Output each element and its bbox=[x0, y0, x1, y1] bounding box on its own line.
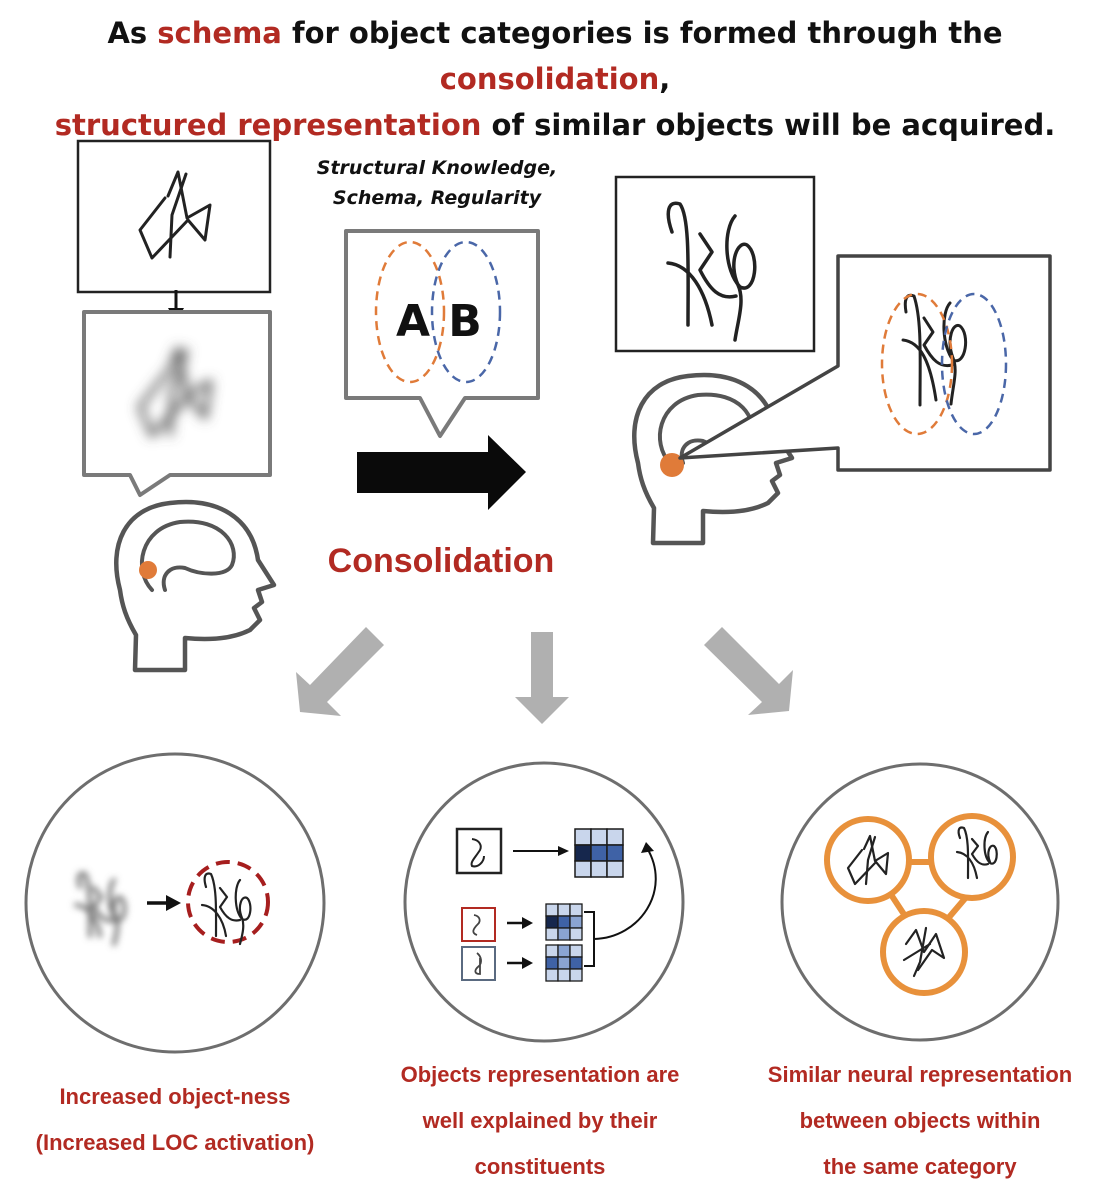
salient-object-ring bbox=[186, 860, 270, 944]
outcome-caption-objectness: Increased object-ness (Increased LOC act… bbox=[0, 1074, 350, 1166]
category-member-node bbox=[928, 813, 1016, 901]
memory-thought-bubble bbox=[82, 310, 272, 497]
head-before-icon bbox=[114, 499, 277, 673]
headline-line-1: As schema for object categories is forme… bbox=[0, 10, 1110, 102]
combine-bracket bbox=[584, 847, 657, 967]
knowledge-label-line-2: Schema, Regularity bbox=[333, 187, 543, 209]
member-glyph-2-icon bbox=[955, 826, 998, 880]
outcome-arrow-left bbox=[296, 627, 384, 716]
part-b-glyph-icon bbox=[474, 952, 482, 975]
caption-line: well explained by their bbox=[422, 1108, 658, 1133]
schema-letter-a: A bbox=[396, 296, 430, 347]
headline-text: for object categories is formed through … bbox=[281, 16, 1003, 50]
representation-callout bbox=[678, 254, 1052, 472]
schema-set-a-ellipse bbox=[374, 240, 446, 384]
sharp-small-object-icon bbox=[200, 872, 252, 946]
headline: As schema for object categories is forme… bbox=[0, 10, 1110, 148]
caption-line: (Increased LOC activation) bbox=[35, 1130, 315, 1155]
headline-keyword-structured-representation: structured representation bbox=[54, 108, 482, 142]
objectness-arrow bbox=[147, 895, 181, 911]
whole-pattern-grid bbox=[574, 828, 624, 878]
schema-letter-b: B bbox=[448, 296, 482, 347]
caption-line: constituents bbox=[474, 1154, 606, 1179]
outcome-arrow-middle bbox=[515, 632, 569, 724]
brain-region-dot bbox=[139, 561, 157, 579]
stimulus-box bbox=[76, 139, 272, 294]
outcome-similarity-circle bbox=[780, 762, 1060, 1042]
head-after-icon bbox=[632, 372, 795, 546]
part-b-thumbnail bbox=[461, 946, 496, 981]
headline-comma: , bbox=[659, 62, 671, 96]
member-glyph-1-icon bbox=[846, 834, 890, 886]
outcome-constituents-circle bbox=[403, 761, 685, 1043]
headline-keyword-consolidation: consolidation bbox=[439, 62, 660, 96]
caption-line: Similar neural representation bbox=[767, 1062, 1073, 1087]
structure-set-b-ellipse bbox=[940, 292, 1008, 436]
novel-object-glyph-icon bbox=[138, 170, 212, 260]
consolidation-arrow bbox=[357, 435, 526, 510]
consolidation-label: Consolidation bbox=[328, 542, 555, 580]
blurred-object-icon bbox=[137, 346, 213, 438]
headline-line-2: structured representation of similar obj… bbox=[0, 102, 1110, 148]
whole-object-glyph-icon bbox=[470, 838, 485, 868]
part-arrows bbox=[507, 917, 533, 969]
member-glyph-3-icon bbox=[902, 926, 946, 978]
headline-text: of similar objects will be acquired. bbox=[481, 108, 1056, 142]
part-a-pattern-grid bbox=[545, 903, 583, 941]
knowledge-label-line-1: Structural Knowledge, bbox=[317, 157, 557, 179]
caption-line: the same category bbox=[823, 1154, 1017, 1179]
outcome-caption-similarity: Similar neural representation between ob… bbox=[740, 1052, 1100, 1190]
brain-region-dot bbox=[660, 453, 684, 477]
schema-set-b-ellipse bbox=[430, 240, 502, 384]
headline-keyword-schema: schema bbox=[157, 16, 282, 50]
caption-line: Objects representation are bbox=[400, 1062, 680, 1087]
part-a-glyph-icon bbox=[472, 914, 481, 936]
blurred-small-object-icon bbox=[74, 871, 127, 946]
consolidated-object-box bbox=[614, 175, 816, 353]
caption-line: Increased object-ness bbox=[59, 1084, 291, 1109]
decomposed-object-glyph-icon bbox=[901, 293, 968, 407]
outcome-arrow-right bbox=[704, 627, 793, 715]
consolidated-object-glyph-icon bbox=[666, 201, 757, 342]
combine-arrowhead bbox=[641, 842, 654, 853]
caption-line: between objects within bbox=[799, 1108, 1041, 1133]
outcome-caption-constituents: Objects representation are well explaine… bbox=[370, 1052, 710, 1190]
structure-set-a-ellipse bbox=[880, 292, 954, 436]
whole-to-pattern-arrow bbox=[513, 846, 569, 856]
headline-text: As bbox=[107, 16, 158, 50]
part-b-pattern-grid bbox=[545, 944, 583, 982]
